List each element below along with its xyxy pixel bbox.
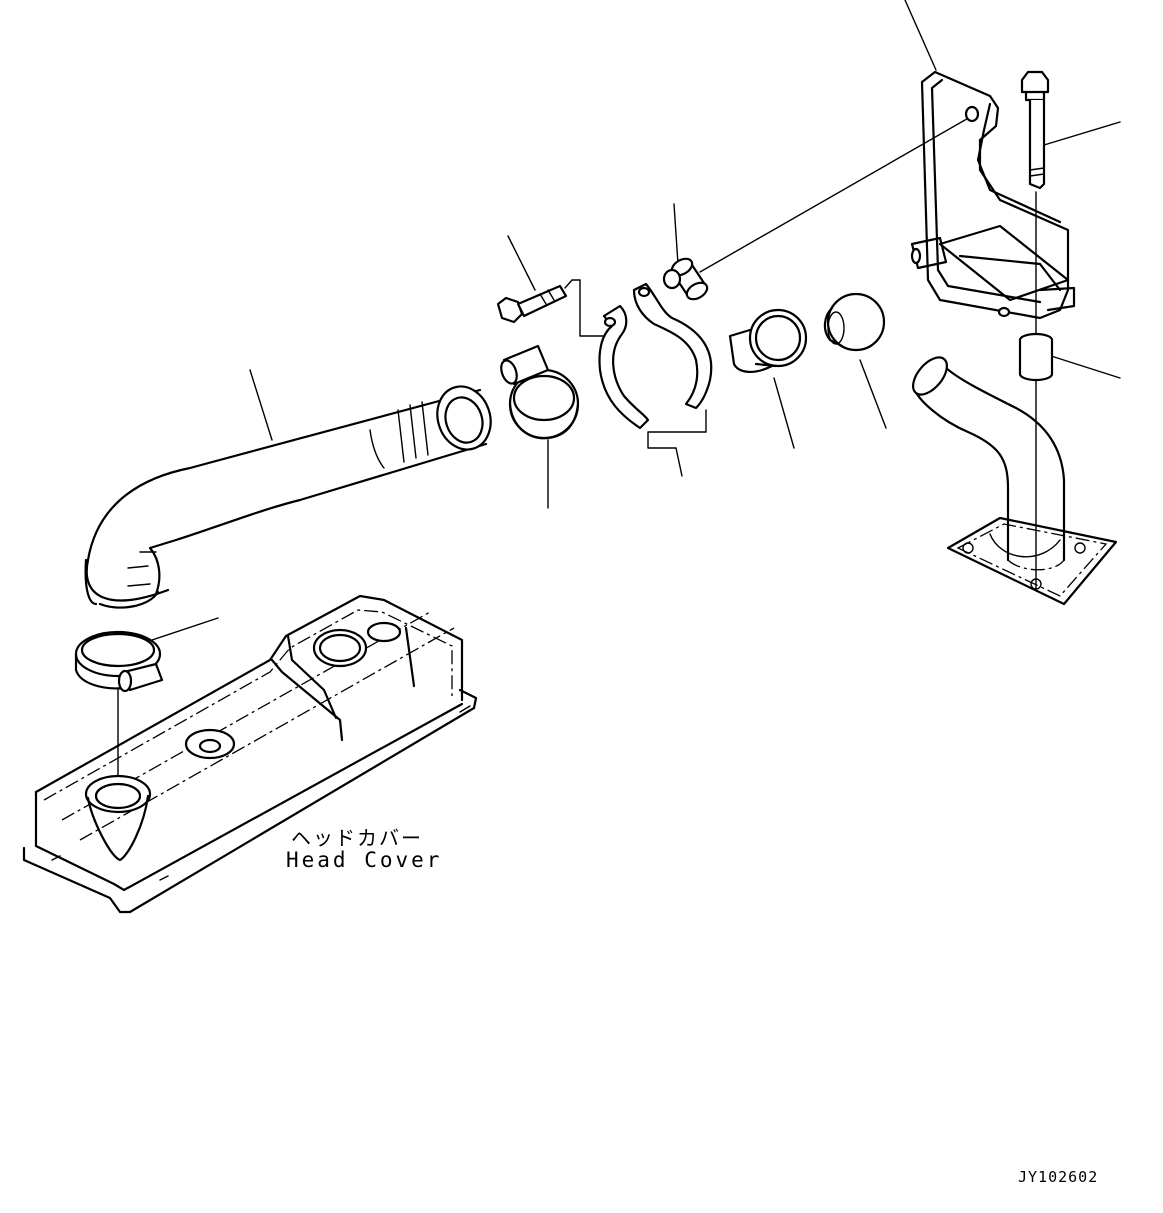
hose-clamp-lower bbox=[74, 630, 164, 693]
spacer-collar bbox=[662, 257, 709, 301]
head-cover bbox=[22, 594, 478, 914]
assembly-lines bbox=[117, 115, 1037, 781]
bracket-boss bbox=[910, 247, 922, 265]
leader-bolt-long bbox=[1043, 121, 1121, 146]
elbow-pipe bbox=[912, 356, 1118, 606]
bracket-hole-lower bbox=[997, 306, 1011, 318]
hose bbox=[84, 385, 492, 609]
leader-bracket bbox=[904, 0, 937, 71]
chain-collar-to-bracket bbox=[699, 115, 973, 273]
cap bbox=[823, 292, 886, 352]
head-cover-label-en: Head Cover bbox=[286, 848, 443, 872]
split-clamp bbox=[598, 282, 713, 430]
chain-bolt-to-clamp bbox=[564, 279, 605, 337]
leader-hose bbox=[249, 369, 273, 441]
bracket bbox=[910, 70, 1076, 320]
collar-small bbox=[1018, 332, 1054, 382]
leader-lines bbox=[151, 0, 1121, 641]
leader-hose-clamp-lower bbox=[151, 617, 219, 641]
head-cover-label-jp: ヘッドカバー bbox=[291, 826, 423, 850]
leader-spacer-collar bbox=[673, 203, 679, 265]
bracket-hole bbox=[964, 105, 980, 123]
leader-split-clamp bbox=[647, 409, 707, 477]
bolt-short bbox=[496, 284, 568, 324]
bolt-long bbox=[1020, 70, 1050, 190]
hose-clamp-upper bbox=[500, 344, 580, 440]
sleeve bbox=[728, 308, 808, 373]
drawing-code: JY102602 bbox=[1018, 1168, 1099, 1186]
leader-collar-small bbox=[1047, 354, 1121, 379]
leader-sleeve bbox=[773, 377, 795, 449]
leader-bolt-short bbox=[507, 235, 536, 291]
leader-cap bbox=[859, 359, 887, 429]
